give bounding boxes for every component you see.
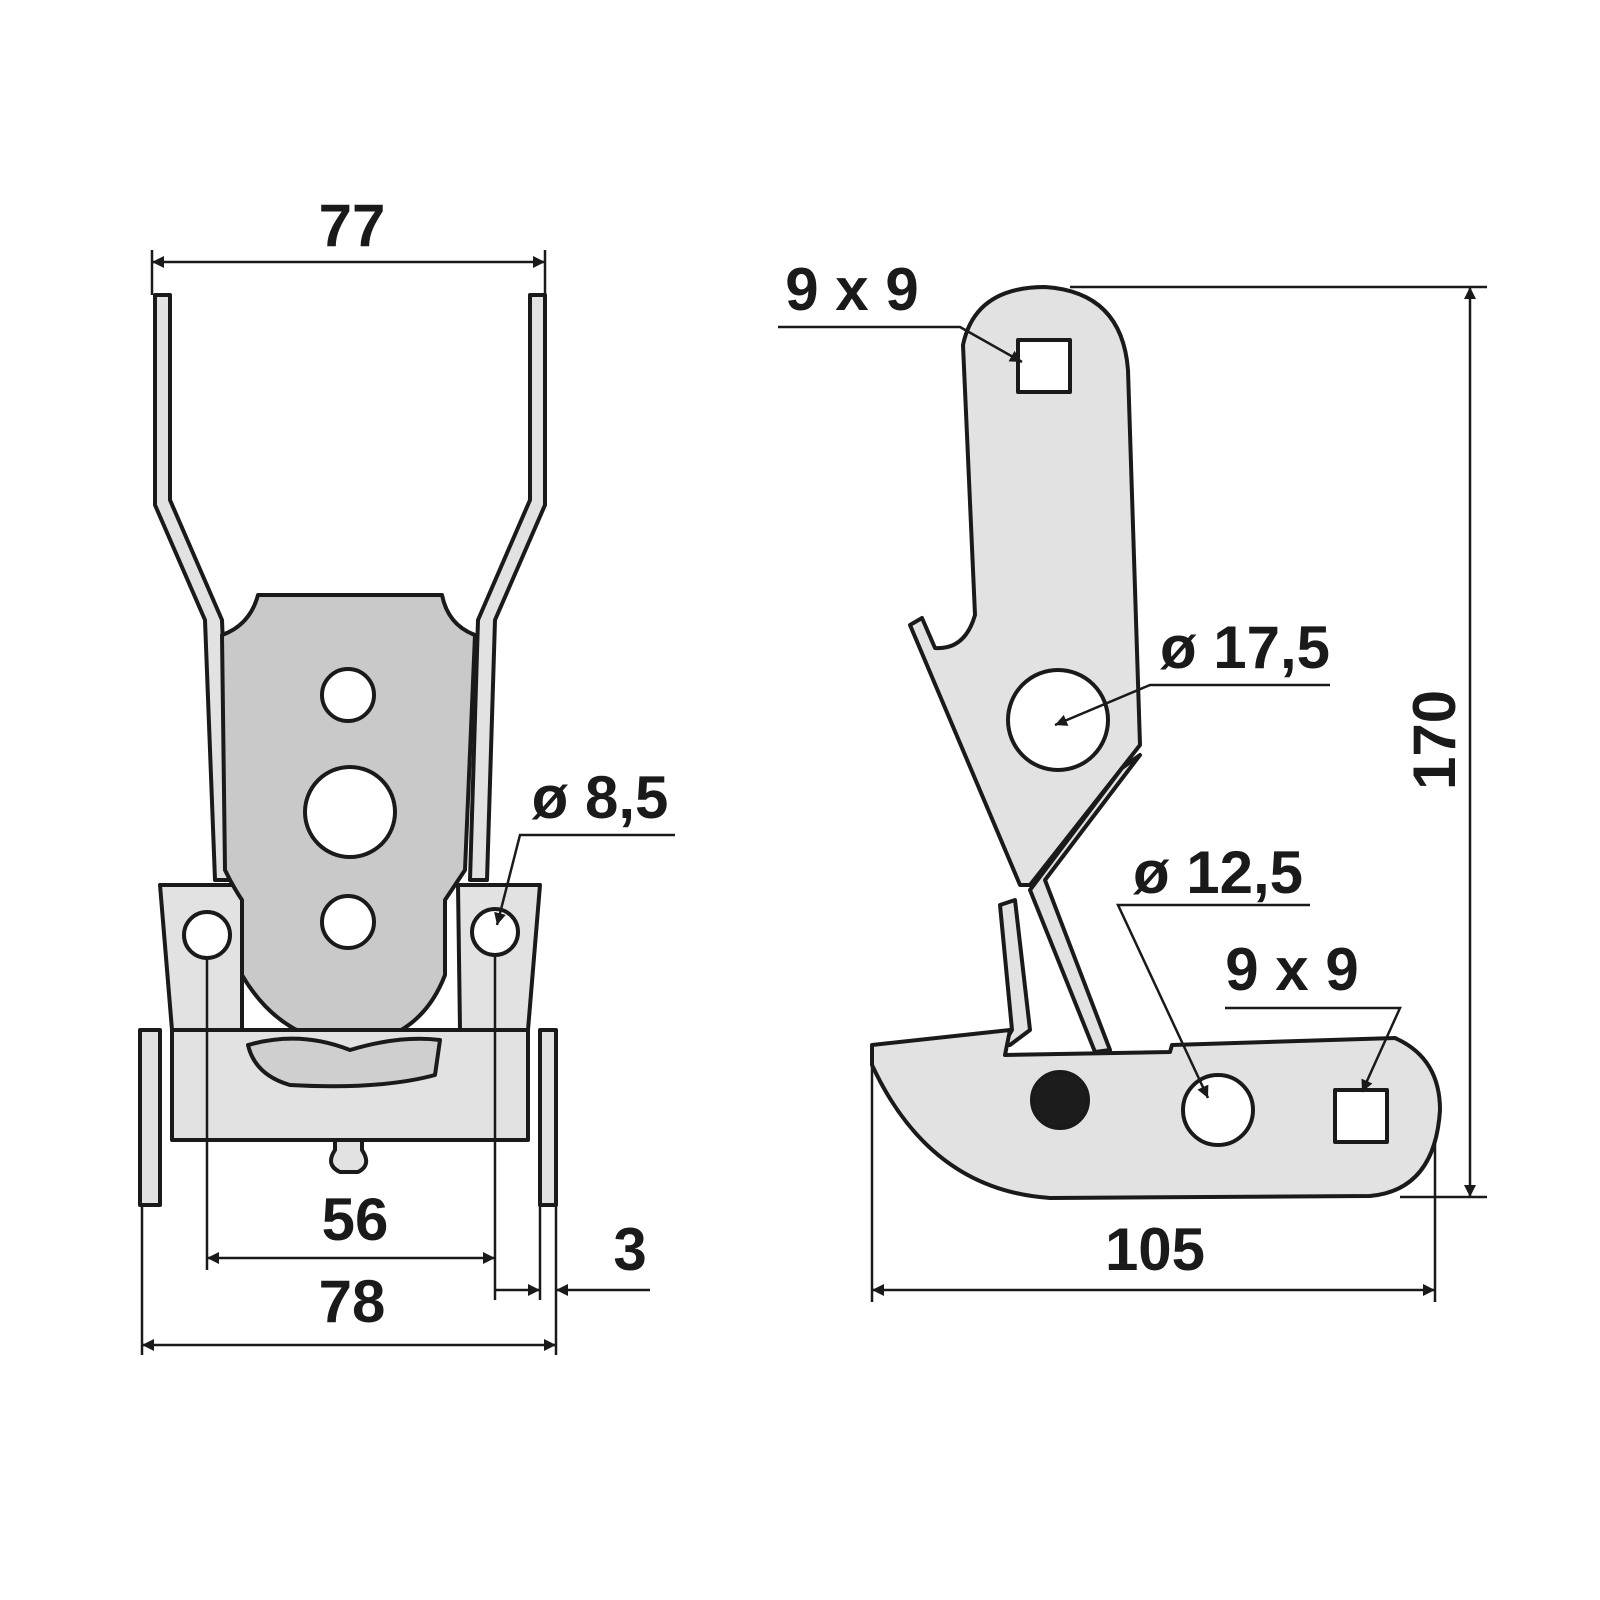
plate-hole-top bbox=[320, 667, 376, 723]
dim-label-square-bottom: 9 x 9 bbox=[1225, 936, 1358, 1003]
end-plate-left bbox=[138, 1028, 162, 1207]
dim-label-78: 78 bbox=[319, 1268, 386, 1335]
leader-square-top bbox=[778, 325, 1023, 364]
dim-label-3: 3 bbox=[613, 1216, 646, 1283]
leader-bore-12-5 bbox=[1116, 903, 1310, 1099]
dim-label-105: 105 bbox=[1105, 1216, 1205, 1283]
weld-bead bbox=[246, 1036, 442, 1089]
dim-label-77: 77 bbox=[319, 192, 386, 259]
right-arm bbox=[468, 293, 547, 882]
knob bbox=[1030, 1070, 1090, 1130]
grease-nipple bbox=[329, 1138, 369, 1174]
mount-hole-right bbox=[470, 907, 520, 957]
side-view: 9 x 9 ø 17,5 ø 12,5 9 x 9 170 105 bbox=[778, 256, 1487, 1302]
plate-hole-center bbox=[303, 765, 397, 859]
bore-17-5 bbox=[1006, 668, 1110, 772]
leader-bore-17-5 bbox=[1054, 683, 1330, 727]
left-arm bbox=[153, 293, 234, 882]
leader-square-bottom bbox=[1225, 1006, 1402, 1093]
dim-label-bore-17-5: ø 17,5 bbox=[1160, 614, 1330, 681]
dim-label-bore-12-5: ø 12,5 bbox=[1133, 839, 1303, 906]
end-plate-right bbox=[538, 1028, 558, 1207]
mount-hole-left bbox=[182, 910, 232, 960]
leader-hole-8-5 bbox=[494, 833, 675, 926]
spring-clip bbox=[998, 898, 1032, 1047]
lower-plate bbox=[870, 1028, 1442, 1200]
dim-label-170: 170 bbox=[1401, 690, 1468, 790]
front-view: 77 ø 8,5 56 3 78 bbox=[138, 192, 675, 1355]
dim-label-56: 56 bbox=[322, 1186, 389, 1253]
square-hole-bottom bbox=[1333, 1088, 1389, 1144]
square-hole-top bbox=[1016, 338, 1072, 394]
right-bracket bbox=[456, 883, 542, 1032]
dim-label-square-top: 9 x 9 bbox=[785, 256, 918, 323]
plate-hole-bottom bbox=[320, 894, 376, 950]
bore-12-5 bbox=[1181, 1073, 1255, 1147]
dim-label-hole-8-5: ø 8,5 bbox=[532, 764, 669, 831]
